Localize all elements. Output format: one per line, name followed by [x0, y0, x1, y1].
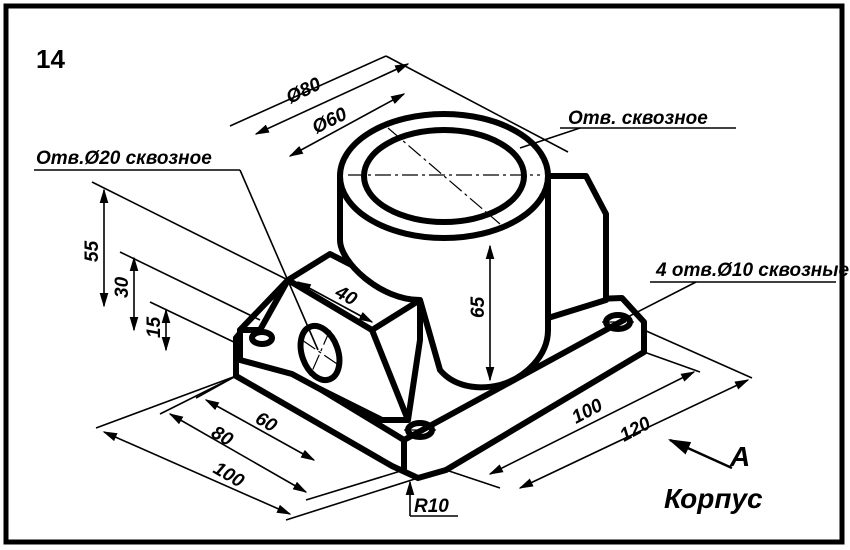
- dim-l100-front: 100: [210, 458, 248, 492]
- front-block-edge-2: [369, 297, 423, 333]
- dim-h65: 65: [468, 296, 489, 318]
- note-main-hole: Отв. сквозное: [568, 108, 708, 129]
- dim-line-w40: [296, 281, 374, 323]
- side-hole-center-2: [309, 329, 331, 377]
- side-hole: [297, 322, 343, 384]
- dimensions: Ø80 Ø60 Отв. сквозное Отв.Ø20 сквозное 4…: [34, 55, 849, 521]
- dim-h55: 55: [82, 240, 103, 262]
- dim-l120: 120: [616, 413, 654, 447]
- rear-block: [545, 173, 609, 321]
- base-hole-left: [249, 329, 275, 347]
- dim-l100-right: 100: [568, 395, 606, 429]
- side-hole-center-1: [301, 339, 341, 367]
- bore-center-v: [387, 127, 501, 225]
- dim-d60: Ø60: [309, 104, 351, 139]
- view-marker: A: [729, 441, 750, 472]
- view-arrow: [667, 438, 733, 470]
- figure-number: 14: [36, 44, 65, 74]
- note-side-hole: Отв.Ø20 сквозное: [36, 148, 212, 169]
- dim-h15: 15: [144, 316, 165, 338]
- part-title: Корпус: [664, 483, 763, 514]
- dim-r10: R10: [414, 496, 449, 517]
- dim-h30: 30: [112, 276, 133, 298]
- dim-l60: 60: [252, 408, 281, 437]
- cylinder-bore: [361, 127, 527, 225]
- dim-line-l120: [518, 379, 750, 489]
- drawing-frame: [3, 3, 845, 545]
- dim-line-d60: [288, 93, 406, 157]
- dim-line-l100-front: [102, 431, 292, 515]
- note-base-holes: 4 отв.Ø10 сквозные: [655, 260, 849, 281]
- dim-d80: Ø80: [283, 74, 325, 109]
- dim-l80: 80: [208, 422, 237, 451]
